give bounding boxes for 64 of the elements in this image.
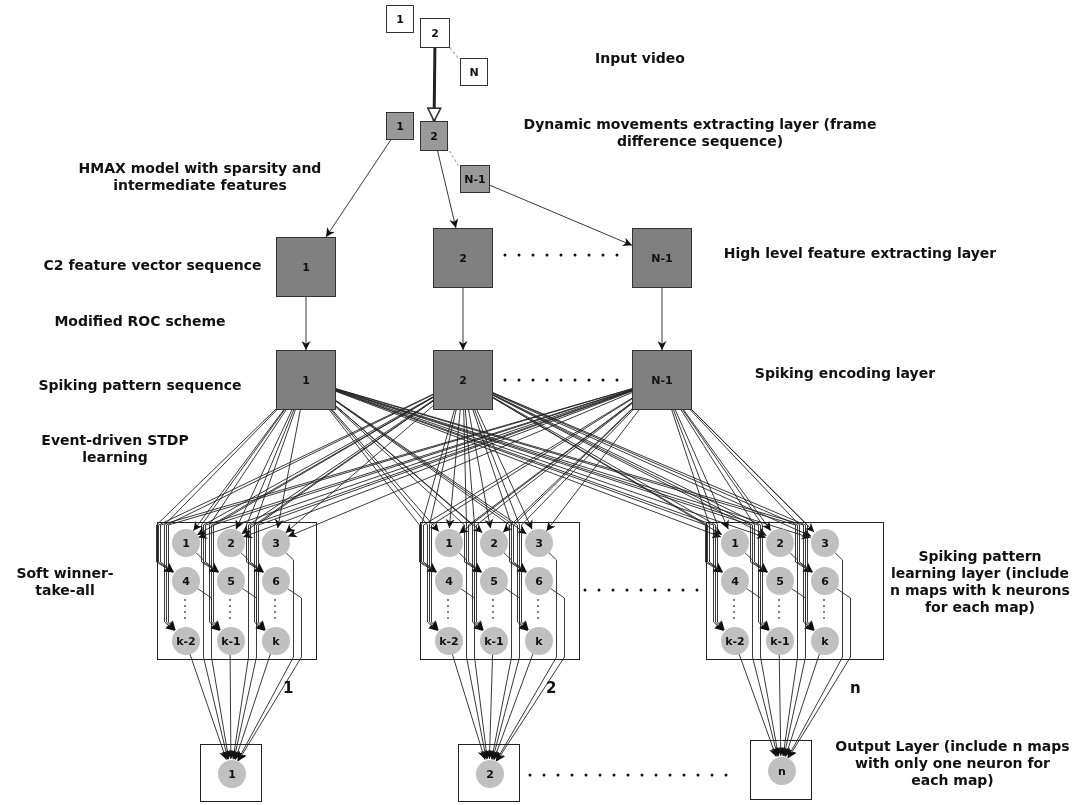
output-map-box	[458, 744, 520, 802]
layer-caption: Input video	[594, 50, 686, 67]
difference-frame-box: 2	[420, 121, 448, 151]
neuron-circle: k-1	[766, 627, 794, 655]
video-frame-box: 2	[420, 18, 450, 48]
layer-caption: C2 feature vector sequence	[42, 257, 263, 274]
layer-caption: Modified ROC scheme	[53, 313, 227, 330]
layer-caption: High level feature extracting layer	[722, 245, 998, 262]
neuron-circle: 3	[525, 529, 553, 557]
neuron-map-box	[420, 522, 580, 660]
map-number: 2	[546, 680, 557, 697]
difference-frame-box: N-1	[460, 165, 490, 193]
layer-caption: Event-driven STDP learning	[40, 432, 190, 466]
neuron-circle: 2	[766, 529, 794, 557]
neuron-circle: 1	[218, 760, 246, 788]
neuron-circle: 6	[262, 567, 290, 595]
layer-caption: Output Layer (include n maps with only one neuron for each map)	[835, 738, 1070, 789]
neuron-circle: k-1	[217, 627, 245, 655]
video-frame-box: 1	[386, 5, 414, 33]
neuron-circle: n	[768, 757, 796, 785]
map-number: n	[850, 680, 861, 697]
layer-caption: Spiking encoding layer	[753, 365, 937, 382]
neuron-circle: 5	[480, 567, 508, 595]
neuron-circle: 2	[480, 529, 508, 557]
difference-frame-box: 1	[386, 112, 414, 140]
layer-caption: Dynamic movements extracting layer (frame difference sequence)	[522, 116, 878, 150]
feature-box: 2	[433, 228, 493, 288]
neuron-circle: 4	[172, 567, 200, 595]
neuron-circle: k	[525, 627, 553, 655]
neuron-circle: k-2	[172, 627, 200, 655]
encoding-box: 2	[433, 350, 493, 410]
neuron-circle: 5	[217, 567, 245, 595]
neuron-circle: k	[262, 627, 290, 655]
encoding-box: N-1	[632, 350, 692, 410]
neuron-circle: 1	[721, 529, 749, 557]
neuron-circle: 1	[172, 529, 200, 557]
neuron-circle: 1	[435, 529, 463, 557]
neuron-circle: 2	[217, 529, 245, 557]
neuron-circle: k-2	[435, 627, 463, 655]
map-number: 1	[283, 680, 294, 697]
neuron-circle: k	[811, 627, 839, 655]
output-map-box	[200, 744, 262, 802]
layer-caption: HMAX model with sparsity and intermediate features	[77, 160, 323, 194]
output-map-box	[750, 740, 812, 800]
neuron-circle: k-1	[480, 627, 508, 655]
video-frame-box: N	[460, 58, 488, 86]
neuron-circle: 6	[811, 567, 839, 595]
neuron-map-box	[706, 522, 884, 660]
arrow	[427, 48, 442, 122]
neuron-circle: 5	[766, 567, 794, 595]
neuron-circle: 2	[476, 760, 504, 788]
layer-caption: Soft winner-take-all	[15, 565, 115, 599]
feature-box: N-1	[632, 228, 692, 288]
neuron-circle: k-2	[721, 627, 749, 655]
neuron-circle: 3	[262, 529, 290, 557]
neuron-circle: 6	[525, 567, 553, 595]
layer-caption: Spiking pattern sequence	[37, 377, 243, 394]
neuron-circle: 4	[721, 567, 749, 595]
neuron-circle: 4	[435, 567, 463, 595]
feature-box: 1	[276, 237, 336, 297]
encoding-box: 1	[276, 350, 336, 410]
neuron-map-box	[157, 522, 317, 660]
neuron-circle: 3	[811, 529, 839, 557]
layer-caption: Spiking pattern learning layer (include n maps with k neurons for each map)	[890, 548, 1070, 616]
